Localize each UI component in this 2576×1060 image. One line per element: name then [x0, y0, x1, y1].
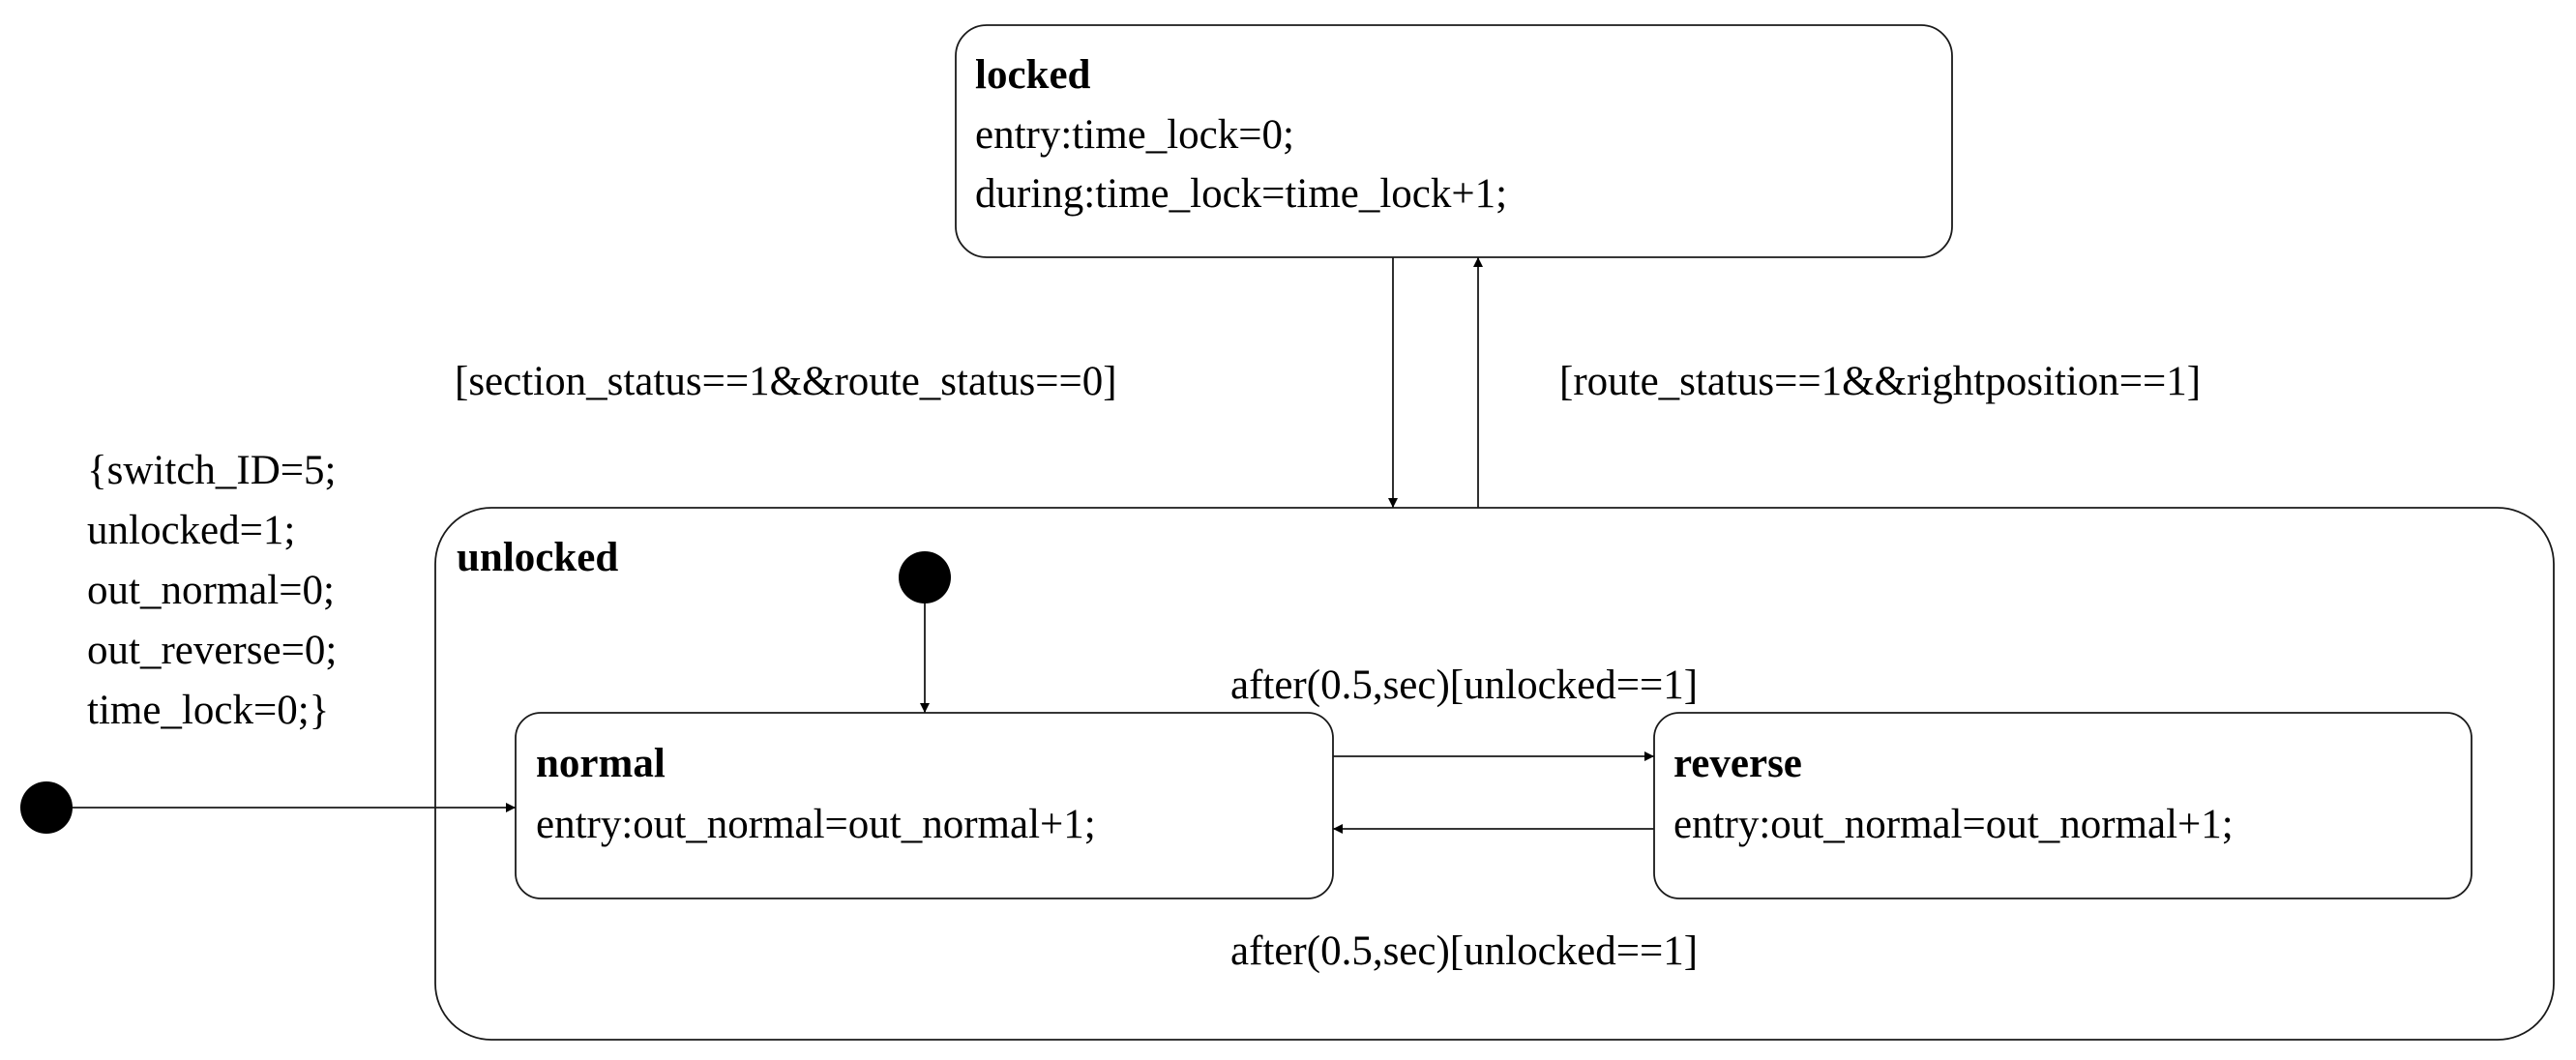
locked-to-unlocked-label: [section_status==1&&route_status==0]	[455, 359, 1117, 404]
state-locked-box	[955, 24, 1953, 258]
inner-initial-state-dot	[899, 551, 951, 604]
state-normal-entry: entry:out_normal=out_normal+1;	[536, 802, 1096, 847]
state-locked-during: during:time_lock=time_lock+1;	[975, 171, 1507, 217]
state-normal: normal entry:out_normal=out_normal+1;	[515, 712, 1334, 899]
default-action-line: unlocked=1;	[87, 508, 295, 553]
state-reverse-box	[1653, 712, 2472, 899]
state-unlocked-box	[434, 507, 2555, 1041]
state-locked-name: locked	[975, 52, 1091, 98]
default-action-line: out_reverse=0;	[87, 628, 337, 673]
initial-state-dot	[20, 781, 73, 834]
state-reverse: reverse entry:out_normal=out_normal+1;	[1653, 712, 2472, 899]
state-reverse-name: reverse	[1673, 741, 1802, 786]
state-locked-entry: entry:time_lock=0;	[975, 112, 1294, 158]
default-action-line: {switch_ID=5;	[87, 448, 336, 493]
unlocked-to-locked-label: [route_status==1&&rightposition==1]	[1559, 359, 2201, 404]
state-locked: locked entry:time_lock=0; during:time_lo…	[955, 24, 1953, 258]
default-action-line: out_normal=0;	[87, 568, 335, 613]
state-reverse-entry: entry:out_normal=out_normal+1;	[1673, 802, 2234, 847]
default-action-line: time_lock=0;}	[87, 688, 329, 733]
reverse-to-normal-label: after(0.5,sec)[unlocked==1]	[1230, 928, 1698, 974]
normal-to-reverse-label: after(0.5,sec)[unlocked==1]	[1230, 662, 1698, 708]
state-unlocked-name: unlocked	[457, 535, 618, 580]
state-normal-name: normal	[536, 741, 666, 786]
default-transition-action: {switch_ID=5; unlocked=1; out_normal=0; …	[87, 448, 347, 733]
state-unlocked: unlocked	[434, 507, 2555, 1041]
